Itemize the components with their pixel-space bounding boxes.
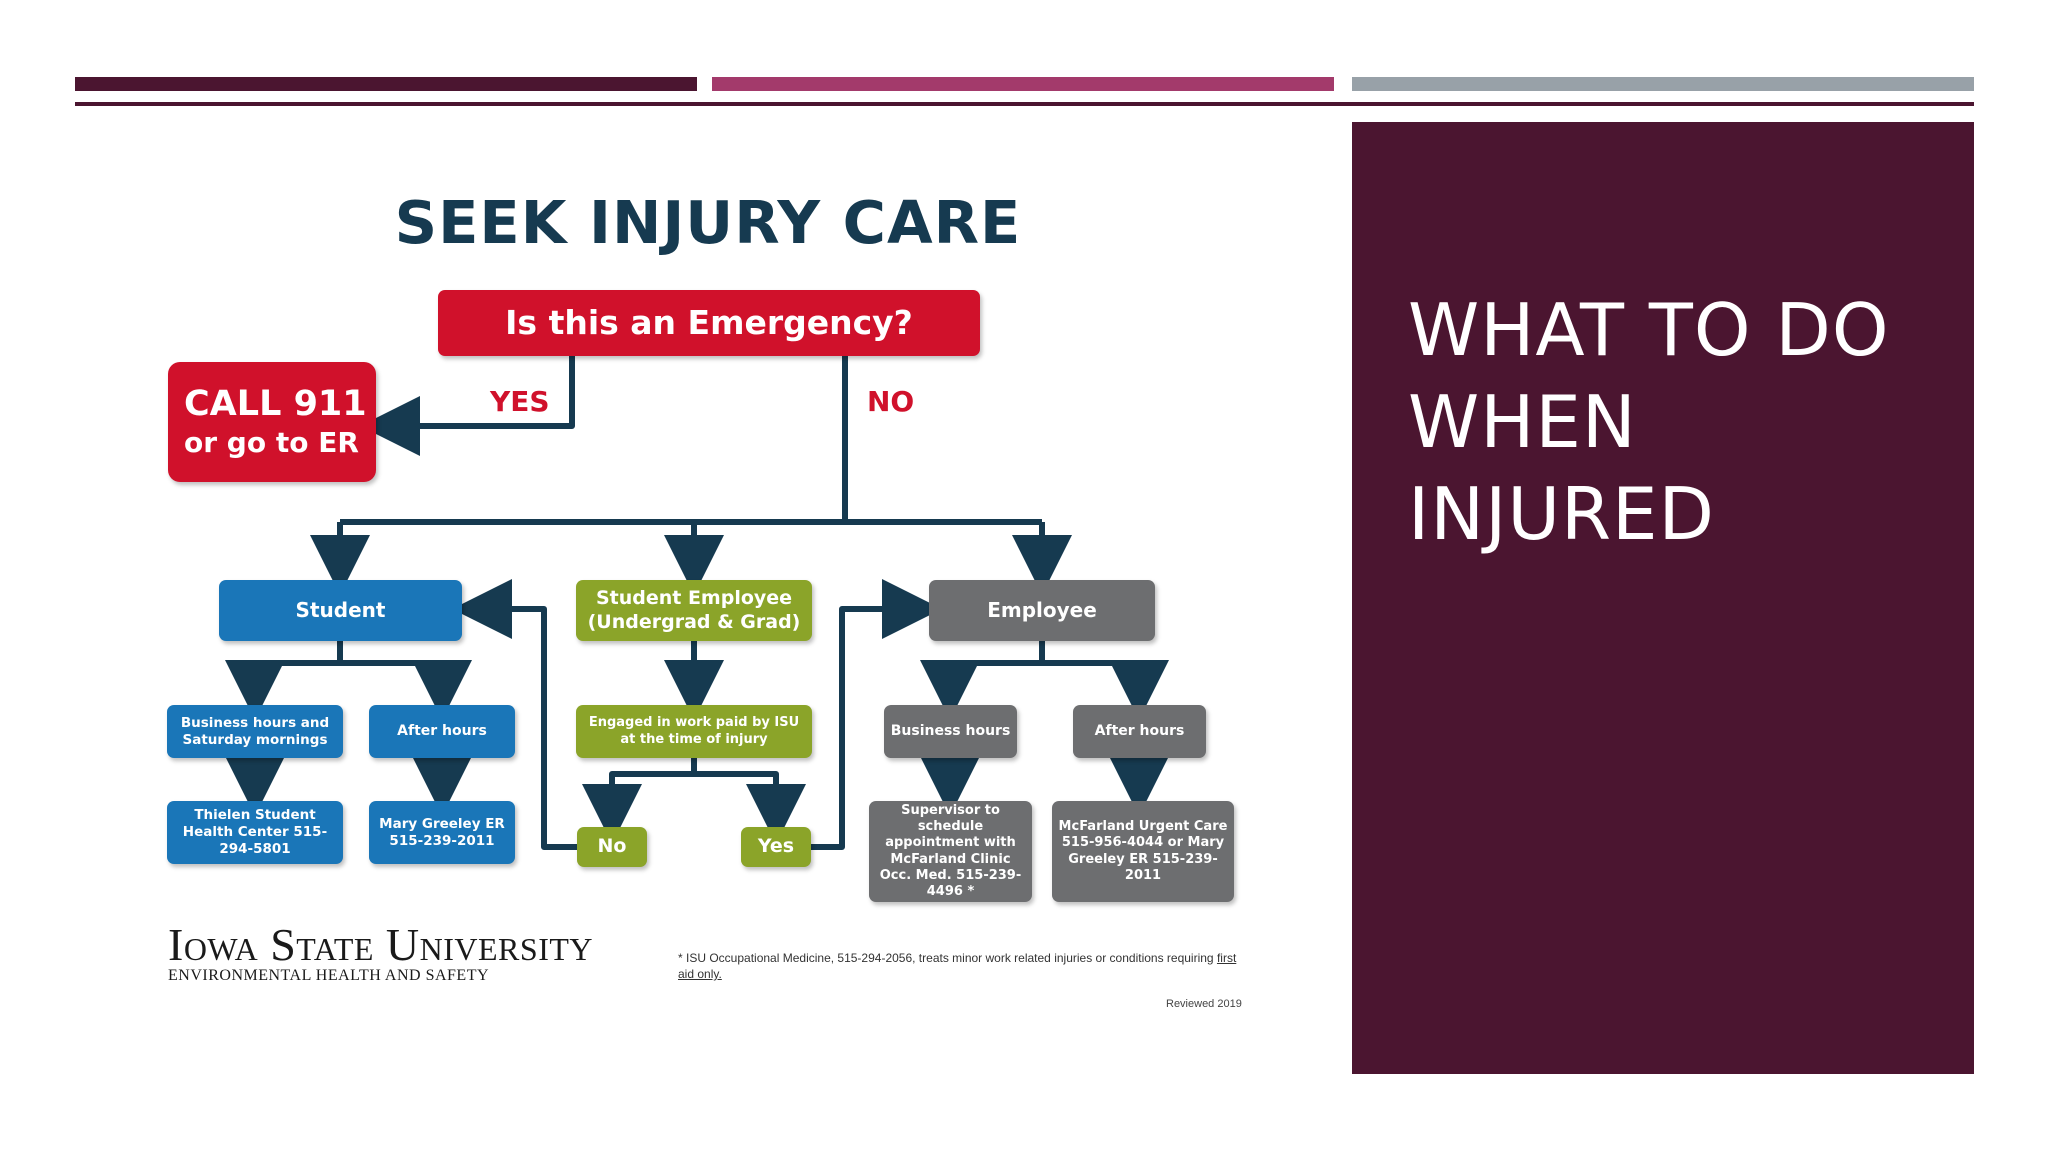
student-box: Student (219, 580, 462, 641)
paid-work-question-box: Engaged in work paid by ISU at the time … (576, 705, 812, 758)
flowchart-connectors (225, 356, 1169, 850)
yes-label: YES (490, 385, 550, 418)
student-employee-no-box: No (577, 827, 647, 867)
mcfarland-urgent-care-box: McFarland Urgent Care 515-956-4044 or Ma… (1052, 801, 1234, 902)
isu-logo: Iowa State University ENVIRONMENTAL HEAL… (168, 918, 593, 985)
student-employee-box: Student Employee (Undergrad & Grad) (576, 580, 812, 641)
mcfarland-clinic-box: Supervisor to schedule appointment with … (869, 801, 1032, 902)
occupational-medicine-note: * ISU Occupational Medicine, 515-294-205… (678, 950, 1238, 982)
title-panel: WHAT TO DO WHEN INJURED (1352, 122, 1974, 1074)
employee-business-hours-box: Business hours (884, 705, 1017, 758)
reviewed-date: Reviewed 2019 (1166, 998, 1242, 1010)
thielen-health-center-box: Thielen Student Health Center 515-294-58… (167, 801, 343, 864)
no-label: NO (867, 385, 915, 418)
student-after-hours-box: After hours (369, 705, 515, 758)
call-911-text: CALL 911 (184, 384, 367, 424)
employee-box: Employee (929, 580, 1155, 641)
accent-bar-1 (75, 77, 697, 91)
note-text: * ISU Occupational Medicine, 515-294-205… (678, 951, 1214, 965)
slide-title-line: INJURED (1408, 472, 1715, 556)
employee-after-hours-box: After hours (1073, 705, 1206, 758)
emergency-question: Is this an Emergency? (438, 290, 980, 356)
call-911-box: CALL 911 or go to ER (168, 362, 376, 482)
accent-bar-2 (712, 77, 1334, 91)
department-name: ENVIRONMENTAL HEALTH AND SAFETY (168, 967, 490, 984)
university-name: Iowa State University (168, 919, 594, 970)
injury-care-flowchart: SEEK INJURY CARE (167, 188, 1242, 1010)
slide-title: WHAT TO DO WHEN INJURED (1408, 284, 1948, 560)
slide-title-line: WHAT TO DO (1408, 288, 1890, 372)
student-employee-yes-box: Yes (741, 827, 811, 867)
mary-greeley-er-student-box: Mary Greeley ER 515-239-2011 (369, 801, 515, 864)
header-rule (75, 102, 1974, 106)
yes-connector (360, 356, 575, 456)
go-to-er-text: or go to ER (184, 426, 359, 459)
slide-title-line: WHEN (1408, 380, 1637, 464)
student-business-hours-box: Business hours and Saturday mornings (167, 705, 343, 758)
first-aid-link: first aid only. (678, 951, 1237, 981)
flowchart-title: SEEK INJURY CARE (394, 188, 1022, 257)
accent-bar-3 (1352, 77, 1974, 91)
